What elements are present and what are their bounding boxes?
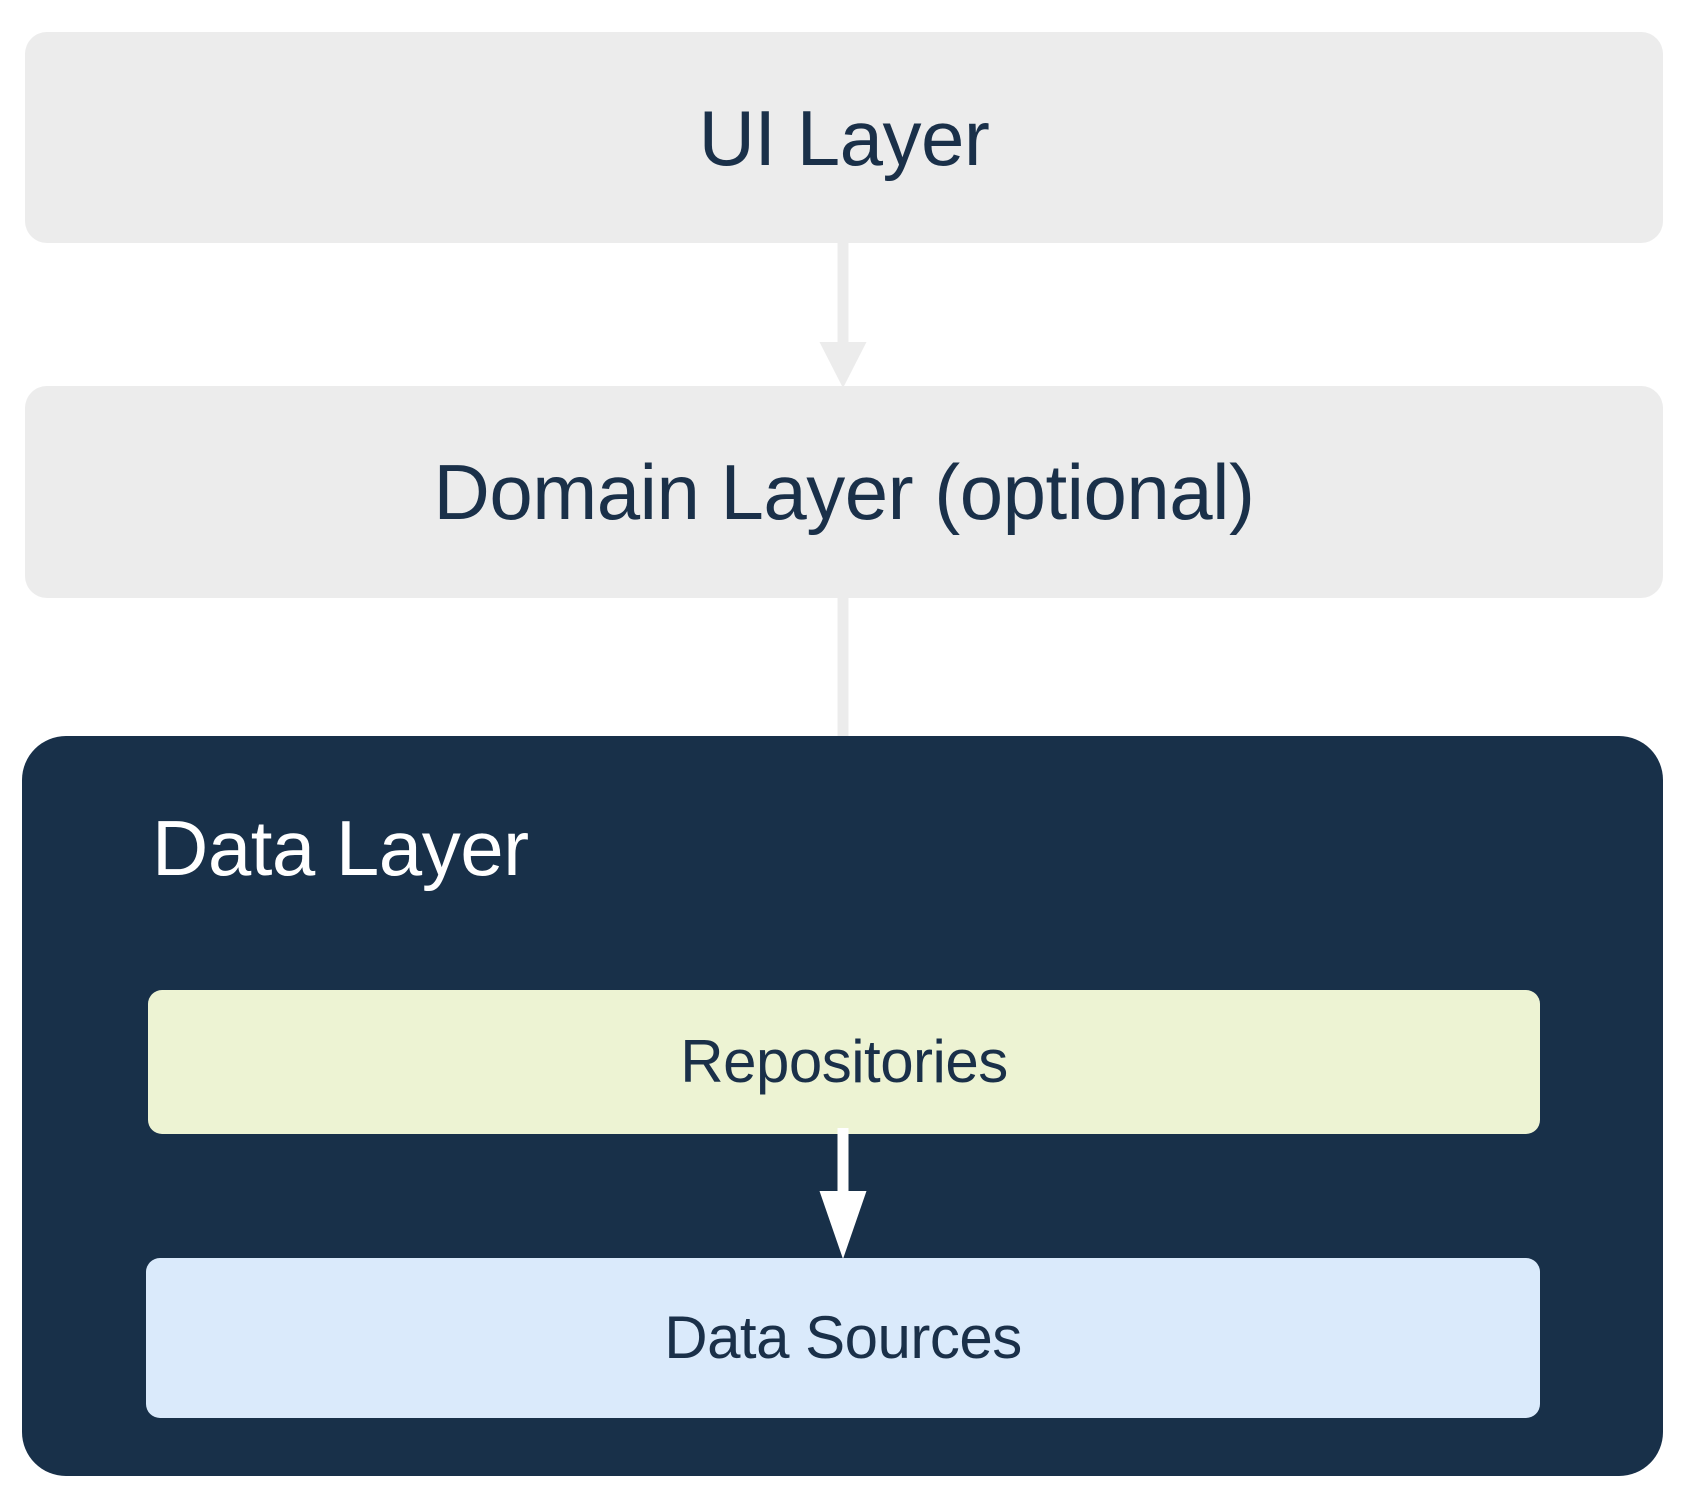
repositories-box: Repositories [148,990,1540,1134]
data-sources-box: Data Sources [146,1258,1540,1418]
domain-layer-label: Domain Layer (optional) [433,448,1255,536]
ui-layer-box: UI Layer [25,32,1663,243]
domain-layer-box: Domain Layer (optional) [25,386,1663,598]
ui-layer-label: UI Layer [698,93,990,182]
data-layer-label: Data Layer [152,804,529,892]
arrow-ui-to-domain-icon [819,238,867,388]
repositories-label: Repositories [680,1028,1008,1095]
data-sources-label: Data Sources [664,1304,1022,1371]
